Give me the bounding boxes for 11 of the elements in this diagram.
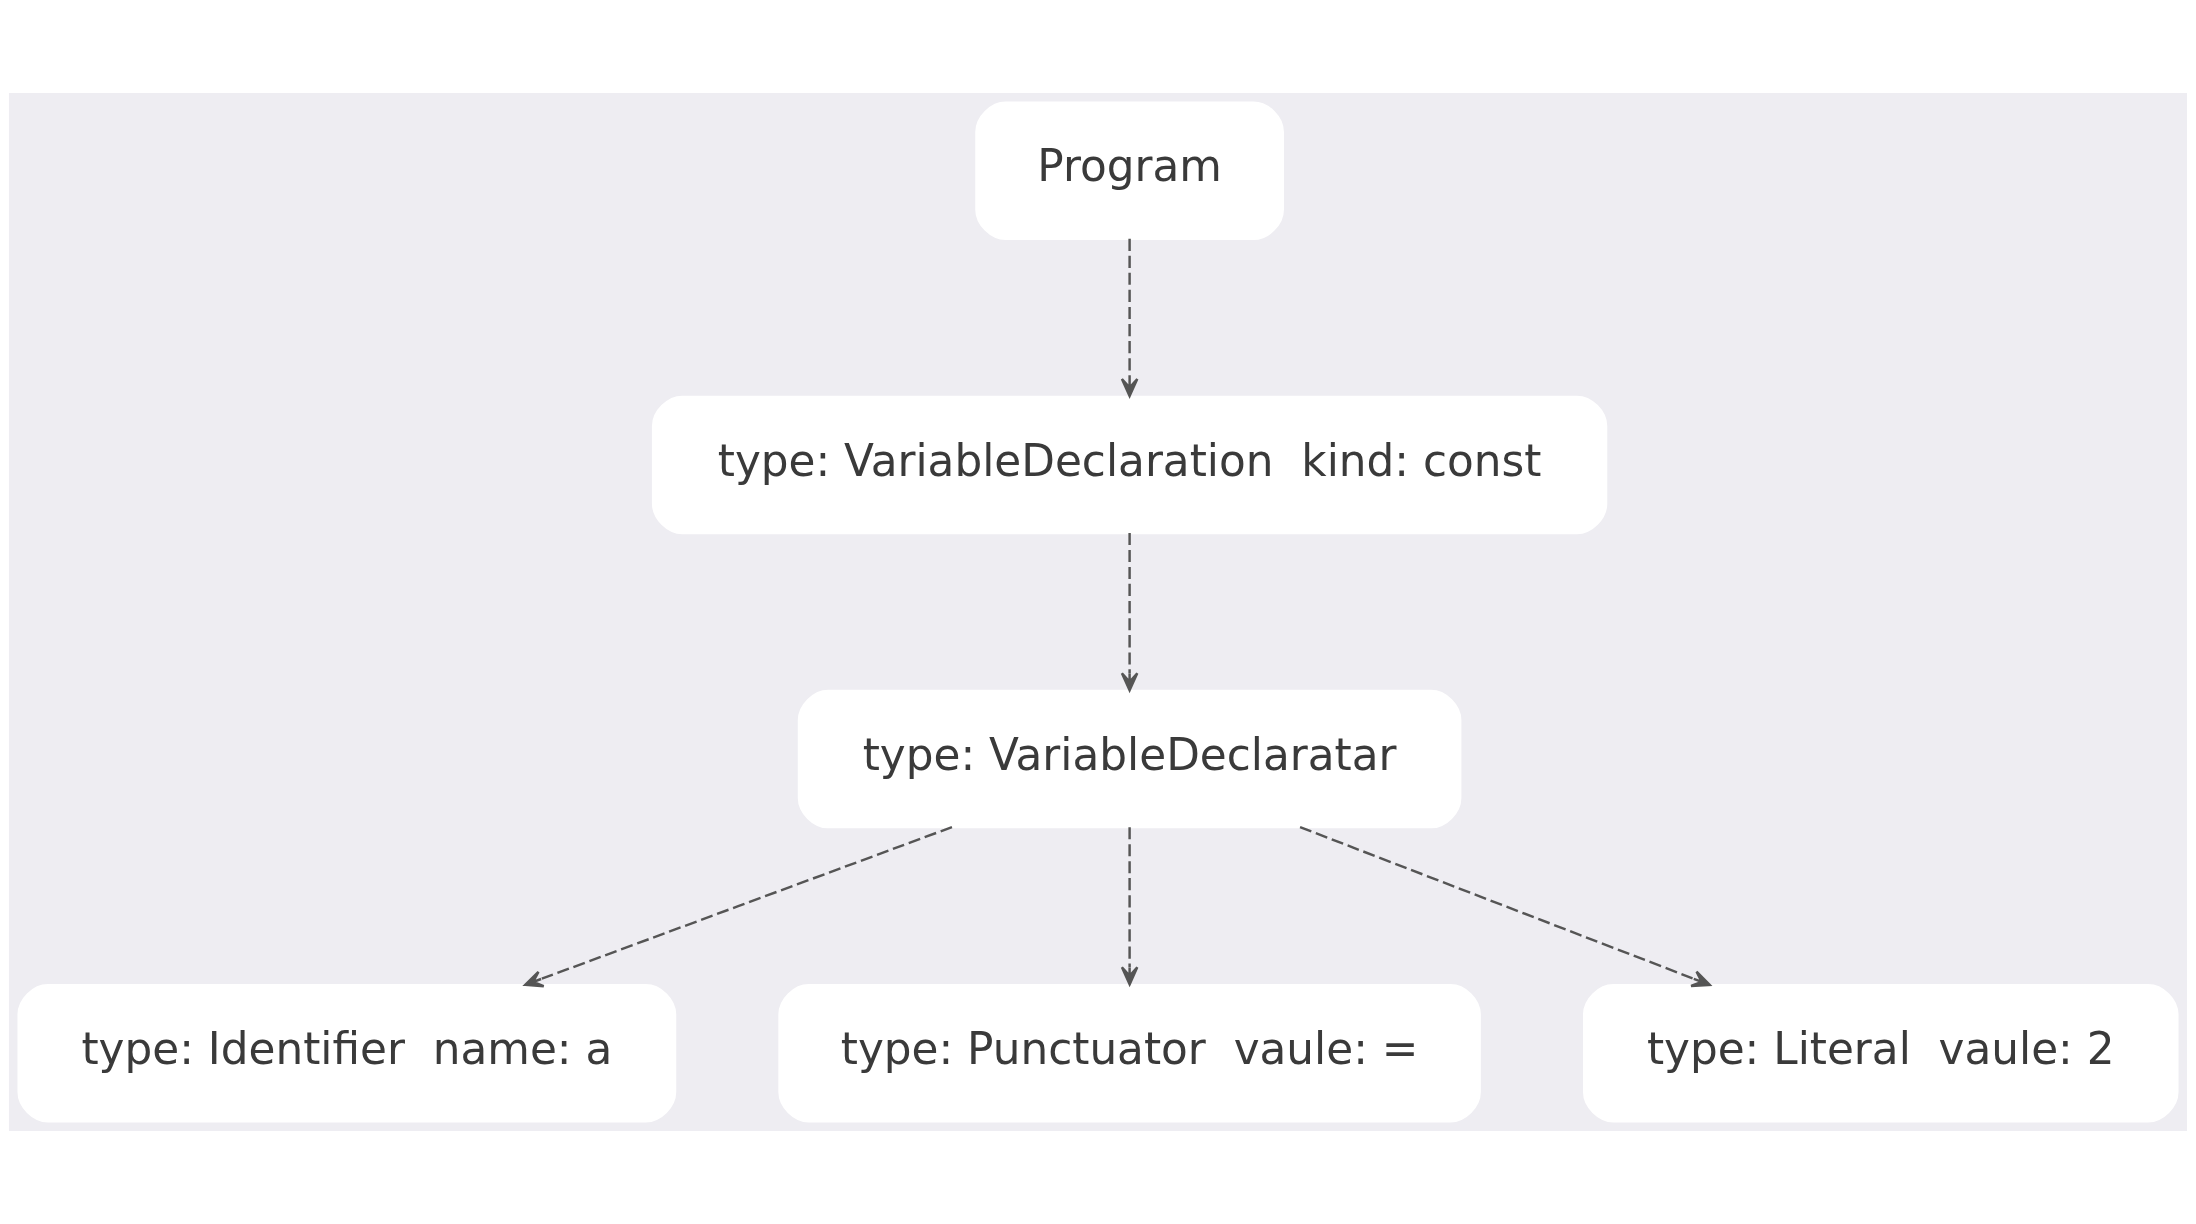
node-box: type: VariableDeclaratar	[797, 689, 1462, 829]
node-box: type: Punctuator vaule: =	[778, 983, 1481, 1123]
arrow	[523, 826, 953, 988]
node-box: type: Identifier name: a	[17, 983, 677, 1123]
arrow	[1120, 533, 1139, 692]
arrow	[1120, 827, 1139, 986]
node-box: type: VariableDeclaration kind: const	[651, 395, 1608, 535]
arrow	[1299, 826, 1711, 988]
node-box: type: Literal vaule: 2	[1582, 983, 2179, 1123]
node-box: Program	[975, 101, 1284, 241]
arrow	[1120, 238, 1139, 398]
